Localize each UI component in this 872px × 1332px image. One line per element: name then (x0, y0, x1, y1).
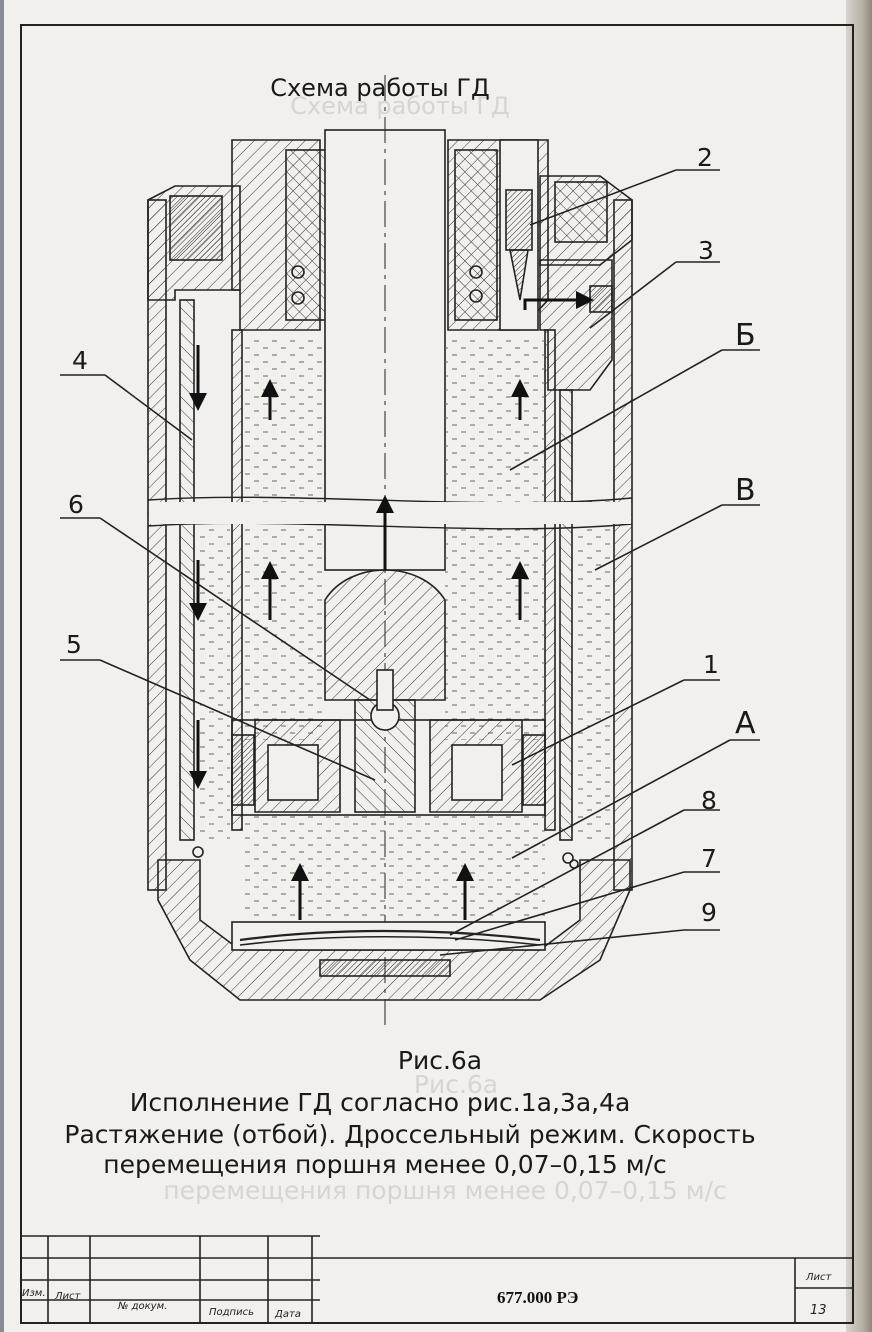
callout-2: 2 (697, 143, 713, 172)
drawing-frame (20, 24, 854, 1324)
caption-line-3: перемещения поршня менее 0,07–0,15 м/с (103, 1150, 667, 1179)
callout-1: 1 (703, 650, 719, 679)
callout-4: 4 (72, 346, 88, 375)
document-code: 677.000 РЭ (497, 1288, 579, 1307)
callout-3: 3 (698, 236, 714, 265)
figure-number: Рис.6а (397, 1046, 483, 1075)
callout-5: 5 (66, 630, 82, 659)
sheet-number: 13 (810, 1303, 827, 1318)
callout-9: 9 (701, 898, 717, 927)
ghost-figure: Рис.6а (413, 1070, 499, 1099)
stamp-sheet-label: Лист (806, 1272, 832, 1283)
stamp-sign: Подпись (209, 1307, 254, 1318)
callout-B: Б (735, 318, 756, 353)
stamp-izm: Изм. (22, 1288, 46, 1299)
caption-line-2: Растяжение (отбой). Дроссельный режим. С… (64, 1120, 756, 1149)
callout-6: 6 (68, 490, 84, 519)
callout-A: А (735, 706, 756, 741)
ghost-caption: перемещения поршня менее 0,07–0,15 м/с (163, 1176, 727, 1205)
title-block (20, 1235, 854, 1322)
stamp-list: Лист (55, 1291, 81, 1302)
page-title: Схема работы ГД (270, 74, 490, 102)
stamp-date: Дата (275, 1309, 301, 1320)
caption-line-1: Исполнение ГД согласно рис.1а,3а,4а (129, 1088, 631, 1117)
callout-7: 7 (701, 844, 717, 873)
callout-V: В (735, 473, 756, 508)
callout-8: 8 (701, 786, 717, 815)
sheet-stack-edge (846, 0, 872, 1332)
ghost-title: Схема работы ГД (290, 92, 510, 120)
stamp-doc-no: № докум. (118, 1301, 168, 1312)
